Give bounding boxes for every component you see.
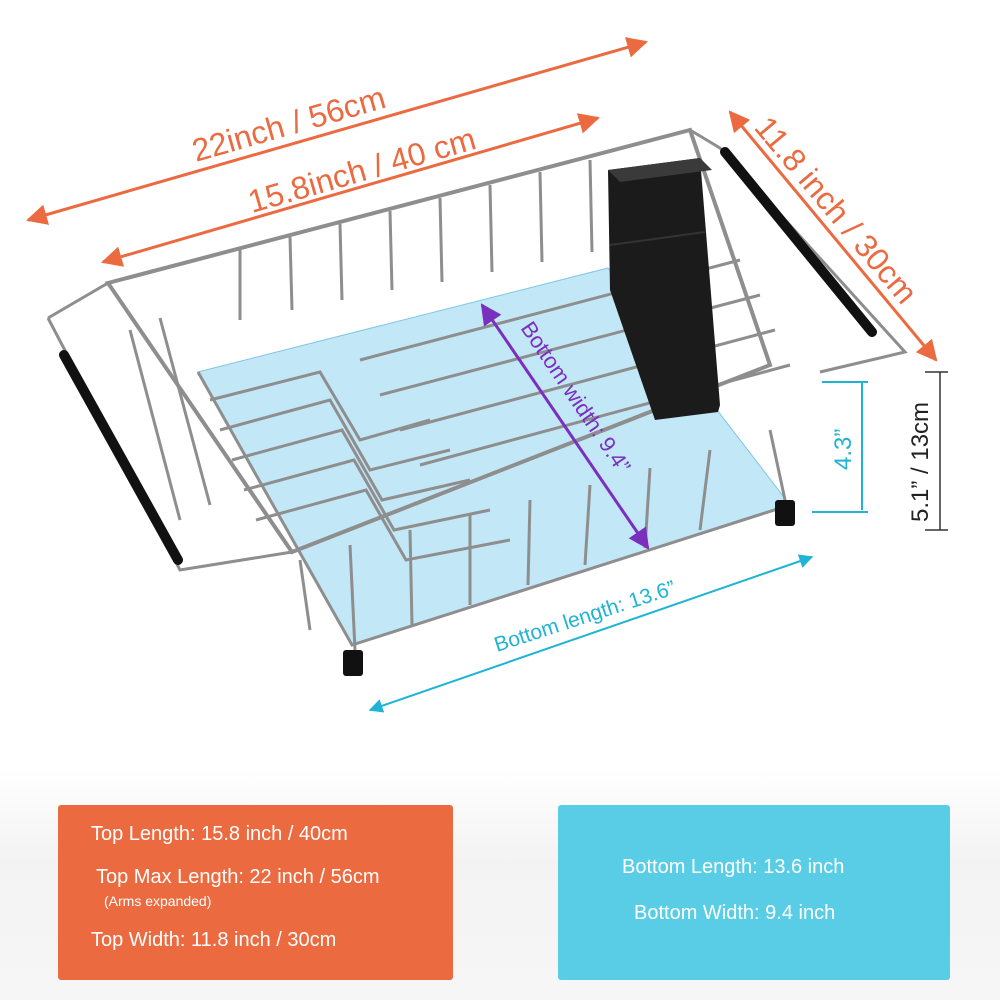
top-length-spec: Top Length: 15.8 inch / 40cm xyxy=(91,823,348,845)
bottom-width-arrow xyxy=(480,303,650,550)
bottom-dimensions-panel: Bottom Length: 13.6 inch Bottom Width: 9… xyxy=(558,805,950,980)
total-height-label: 5.1” / 13cm xyxy=(907,402,934,522)
top-width-spec: Top Width: 11.8 inch / 30cm xyxy=(91,929,337,951)
bottom-length-arrow xyxy=(368,554,814,713)
basket-height-label: 4.3” xyxy=(830,429,857,470)
total-height-indicator xyxy=(925,371,948,531)
top-length-arrow xyxy=(100,113,601,267)
bottom-width-spec: Bottom Width: 9.4 inch xyxy=(634,902,836,924)
basket-height-indicator xyxy=(812,381,868,513)
left-arm-grip xyxy=(59,350,183,565)
top-width-arrow xyxy=(728,110,938,362)
arms-expanded-note: (Arms expanded) xyxy=(104,893,212,909)
top-dimensions-panel: Top Length: 15.8 inch / 40cm Top Max Len… xyxy=(58,805,453,980)
dish-rack-illustration: 22inch / 56cm 15.8inch / 40 cm 11.8 inch… xyxy=(25,37,948,713)
front-foot xyxy=(343,650,363,676)
bottom-length-spec: Bottom Length: 13.6 inch xyxy=(622,856,845,878)
top-max-length-spec: Top Max Length: 22 inch / 56cm xyxy=(96,866,380,888)
right-foot xyxy=(775,500,795,526)
